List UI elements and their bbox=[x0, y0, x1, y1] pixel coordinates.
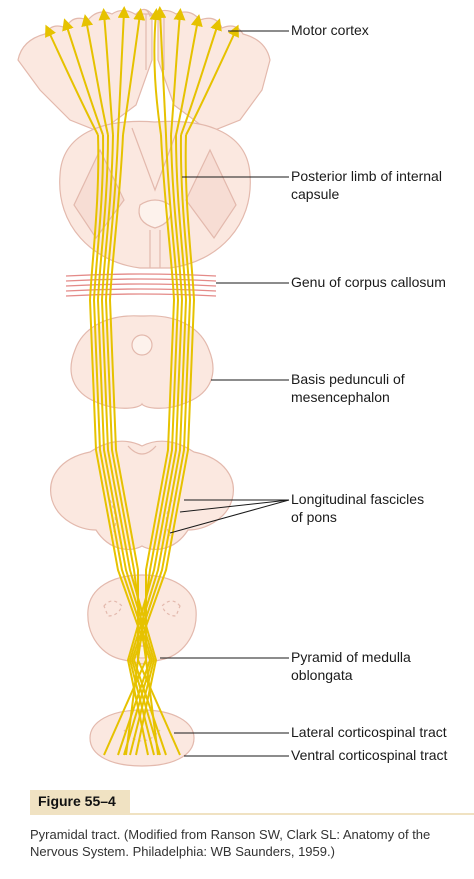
label-pyramid-line1: Pyramid of medulla bbox=[291, 649, 411, 665]
label-motor-cortex: Motor cortex bbox=[291, 22, 369, 38]
corticospinal-fibers bbox=[45, 6, 239, 756]
label-basis-pedunculi-line1: Basis pedunculi of bbox=[291, 371, 405, 387]
mesencephalon-section bbox=[70, 315, 214, 409]
label-longitudinal-fascicles-line2: of pons bbox=[291, 509, 337, 525]
label-internal-capsule-line2: capsule bbox=[291, 186, 340, 202]
motor-cortex-section bbox=[17, 8, 271, 133]
leader-lines bbox=[160, 30, 290, 757]
internal-capsule-section bbox=[59, 120, 251, 269]
label-ventral-corticospinal-tract: Ventral corticospinal tract bbox=[291, 747, 448, 763]
label-lateral-corticospinal-tract: Lateral corticospinal tract bbox=[291, 724, 447, 740]
pons-section bbox=[50, 440, 234, 550]
corpus-callosum bbox=[65, 273, 217, 297]
label-corpus-callosum: Genu of corpus callosum bbox=[291, 274, 446, 290]
label-longitudinal-fascicles-line1: Longitudinal fascicles bbox=[291, 491, 425, 507]
label-internal-capsule-line1: Posterior limb of internal bbox=[291, 168, 442, 184]
pyramidal-tract-diagram bbox=[17, 6, 290, 767]
label-pyramid-line2: oblongata bbox=[291, 667, 353, 683]
label-basis-pedunculi-line2: mesencephalon bbox=[291, 389, 390, 405]
figure-divider bbox=[30, 813, 474, 815]
figure-caption: Pyramidal tract. (Modified from Ranson S… bbox=[30, 827, 431, 859]
figure-number: Figure 55–4 bbox=[38, 793, 116, 809]
spinal-cord-section bbox=[89, 709, 195, 767]
figure-number-tab: Figure 55–4 bbox=[30, 790, 130, 814]
